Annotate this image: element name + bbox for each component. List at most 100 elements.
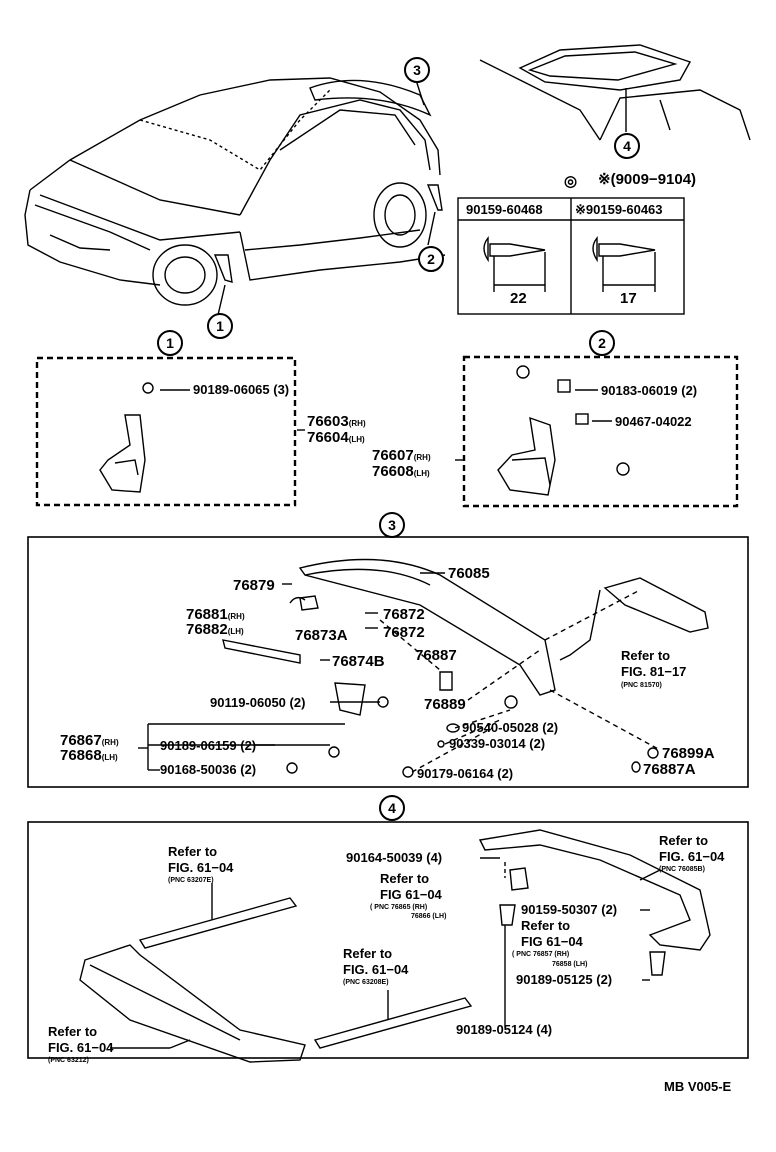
s4-screw1: 90164-50039 (4) — [346, 850, 443, 865]
part-number: 76881 — [186, 606, 228, 623]
s4-ref-f-pnc1: ( PNC 76857 (RH) — [512, 951, 570, 958]
s4-ref-a-pnc: (PNC 63207E) — [168, 877, 214, 884]
callout-label: 3 — [388, 517, 396, 533]
s4-ref-e2: FIG 61−04 — [380, 887, 442, 902]
s1-flap-rh: 76603(RH) — [307, 414, 366, 430]
s2-flap-lh: 76608(LH) — [372, 464, 430, 480]
s4-ref-f-pnc2: 76858 (LH) — [552, 961, 588, 968]
s3-bracket-lh: 76868(LH) — [60, 748, 118, 764]
s4-clip1: 90159-50307 (2) — [521, 902, 618, 917]
s4-ref-d-pnc: (PNC 76085B) — [659, 866, 705, 873]
s3-clip2: 90339-03014 (2) — [449, 736, 546, 751]
s2-nut2-label: 90467-04022 — [615, 414, 692, 429]
callout-3-car: 3 — [404, 57, 430, 83]
callout-label: 3 — [413, 62, 421, 78]
s3-bolt2: 90189-06159 (2) — [160, 738, 257, 753]
callout-label: 4 — [623, 138, 631, 154]
car-illustration — [24, 77, 446, 316]
section4-header-callout: 4 — [379, 795, 405, 821]
s3-76889: 76889 — [424, 696, 466, 713]
section1-box — [35, 356, 305, 507]
screw-note: ※(9009−9104) — [598, 171, 697, 188]
s4-ref-f2: FIG 61−04 — [521, 934, 583, 949]
s4-ref-a2: FIG. 61−04 — [168, 860, 234, 875]
s1-flap-lh: 76604(LH) — [307, 430, 365, 446]
s3-76887: 76887 — [415, 647, 457, 664]
callout-label: 2 — [427, 251, 435, 267]
s3-bracket-rh: 76867(RH) — [60, 733, 119, 749]
s3-76882: 76882(LH) — [186, 622, 244, 638]
roof-sketch — [479, 44, 751, 141]
section3-header-callout: 3 — [379, 512, 405, 538]
s4-ref-b2: FIG. 61−04 — [343, 962, 409, 977]
s4-ref-c2: FIG. 61−04 — [48, 1040, 114, 1055]
s3-76873a: 76873A — [295, 627, 348, 644]
s3-bolt1: 90119-06050 (2) — [210, 695, 306, 710]
section1-header-callout: 1 — [157, 330, 183, 356]
s3-clip3: 90179-06164 (2) — [417, 766, 514, 781]
s4-ref-d1: Refer to — [659, 833, 709, 848]
diagram-code: MB V005-E — [664, 1079, 732, 1094]
s3-spoiler: 76085 — [448, 565, 490, 582]
s4-ref-c-pnc: (PNC 63212) — [48, 1057, 89, 1064]
s4-ref-f1: Refer to — [521, 918, 571, 933]
s3-76881: 76881(RH) — [186, 607, 245, 623]
s4-clip2: 90189-05125 (2) — [516, 972, 613, 987]
s2-nut-label: 90183-06019 (2) — [601, 383, 698, 398]
screw-mark: ◎ — [564, 173, 578, 190]
callout-label: 1 — [216, 318, 224, 334]
s3-76872a: 76872 — [383, 606, 425, 623]
s4-ref-d2: FIG. 61−04 — [659, 849, 725, 864]
side-lh: (LH) — [101, 753, 118, 762]
s3-clip1: 90540-05028 (2) — [462, 720, 559, 735]
side-rh: (RH) — [348, 419, 366, 428]
side-lh: (LH) — [348, 435, 365, 444]
s3-ref-line1: Refer to — [621, 648, 671, 663]
s4-clip3: 90189-05124 (4) — [456, 1022, 553, 1037]
s3-76887a: 76887A — [643, 761, 696, 778]
callout-4-roof: 4 — [614, 133, 640, 159]
s4-ref-b-pnc: (PNC 63208E) — [343, 979, 389, 986]
callout-label: 1 — [166, 335, 174, 351]
side-rh: (RH) — [413, 453, 431, 462]
part-number: 76882 — [186, 621, 228, 638]
part-number: 76867 — [60, 732, 102, 749]
side-lh: (LH) — [227, 627, 244, 636]
s4-ref-e-pnc1: ( PNC 76865 (RH) — [370, 904, 428, 911]
s3-76872b: 76872 — [383, 624, 425, 641]
s4-ref-c1: Refer to — [48, 1024, 98, 1039]
screw-col1-length: 22 — [510, 290, 527, 307]
side-rh: (RH) — [101, 738, 119, 747]
s4-ref-a1: Refer to — [168, 844, 218, 859]
screw-table — [457, 197, 685, 315]
s4-ref-b1: Refer to — [343, 946, 393, 961]
part-number: 76607 — [372, 447, 414, 464]
s4-ref-e-pnc2: 76866 (LH) — [411, 913, 447, 920]
s3-76874b: 76874B — [332, 653, 385, 670]
section2-box — [455, 355, 739, 508]
callout-label: 2 — [598, 335, 606, 351]
screw-col2-length: 17 — [620, 290, 637, 307]
part-number: 76604 — [307, 429, 349, 446]
s1-clip-label: 90189-06065 (3) — [193, 382, 290, 397]
section4-box — [27, 821, 749, 1063]
s3-ref-line2: FIG. 81−17 — [621, 664, 687, 679]
part-number: 76608 — [372, 463, 414, 480]
part-number: 76603 — [307, 413, 349, 430]
s2-flap-rh: 76607(RH) — [372, 448, 431, 464]
callout-2-car: 2 — [418, 246, 444, 272]
s3-76879: 76879 — [233, 577, 275, 594]
side-rh: (RH) — [227, 612, 245, 621]
s4-ref-e1: Refer to — [380, 871, 430, 886]
screw-col1-part: 90159-60468 — [466, 202, 543, 217]
s3-ref-pnc: (PNC 81570) — [621, 682, 662, 689]
section2-header-callout: 2 — [589, 330, 615, 356]
screw-col2-part: ※90159-60463 — [575, 202, 663, 217]
side-lh: (LH) — [413, 469, 430, 478]
callout-label: 4 — [388, 800, 396, 816]
s3-76899a: 76899A — [662, 745, 715, 762]
callout-1-car: 1 — [207, 313, 233, 339]
part-number: 76868 — [60, 747, 102, 764]
